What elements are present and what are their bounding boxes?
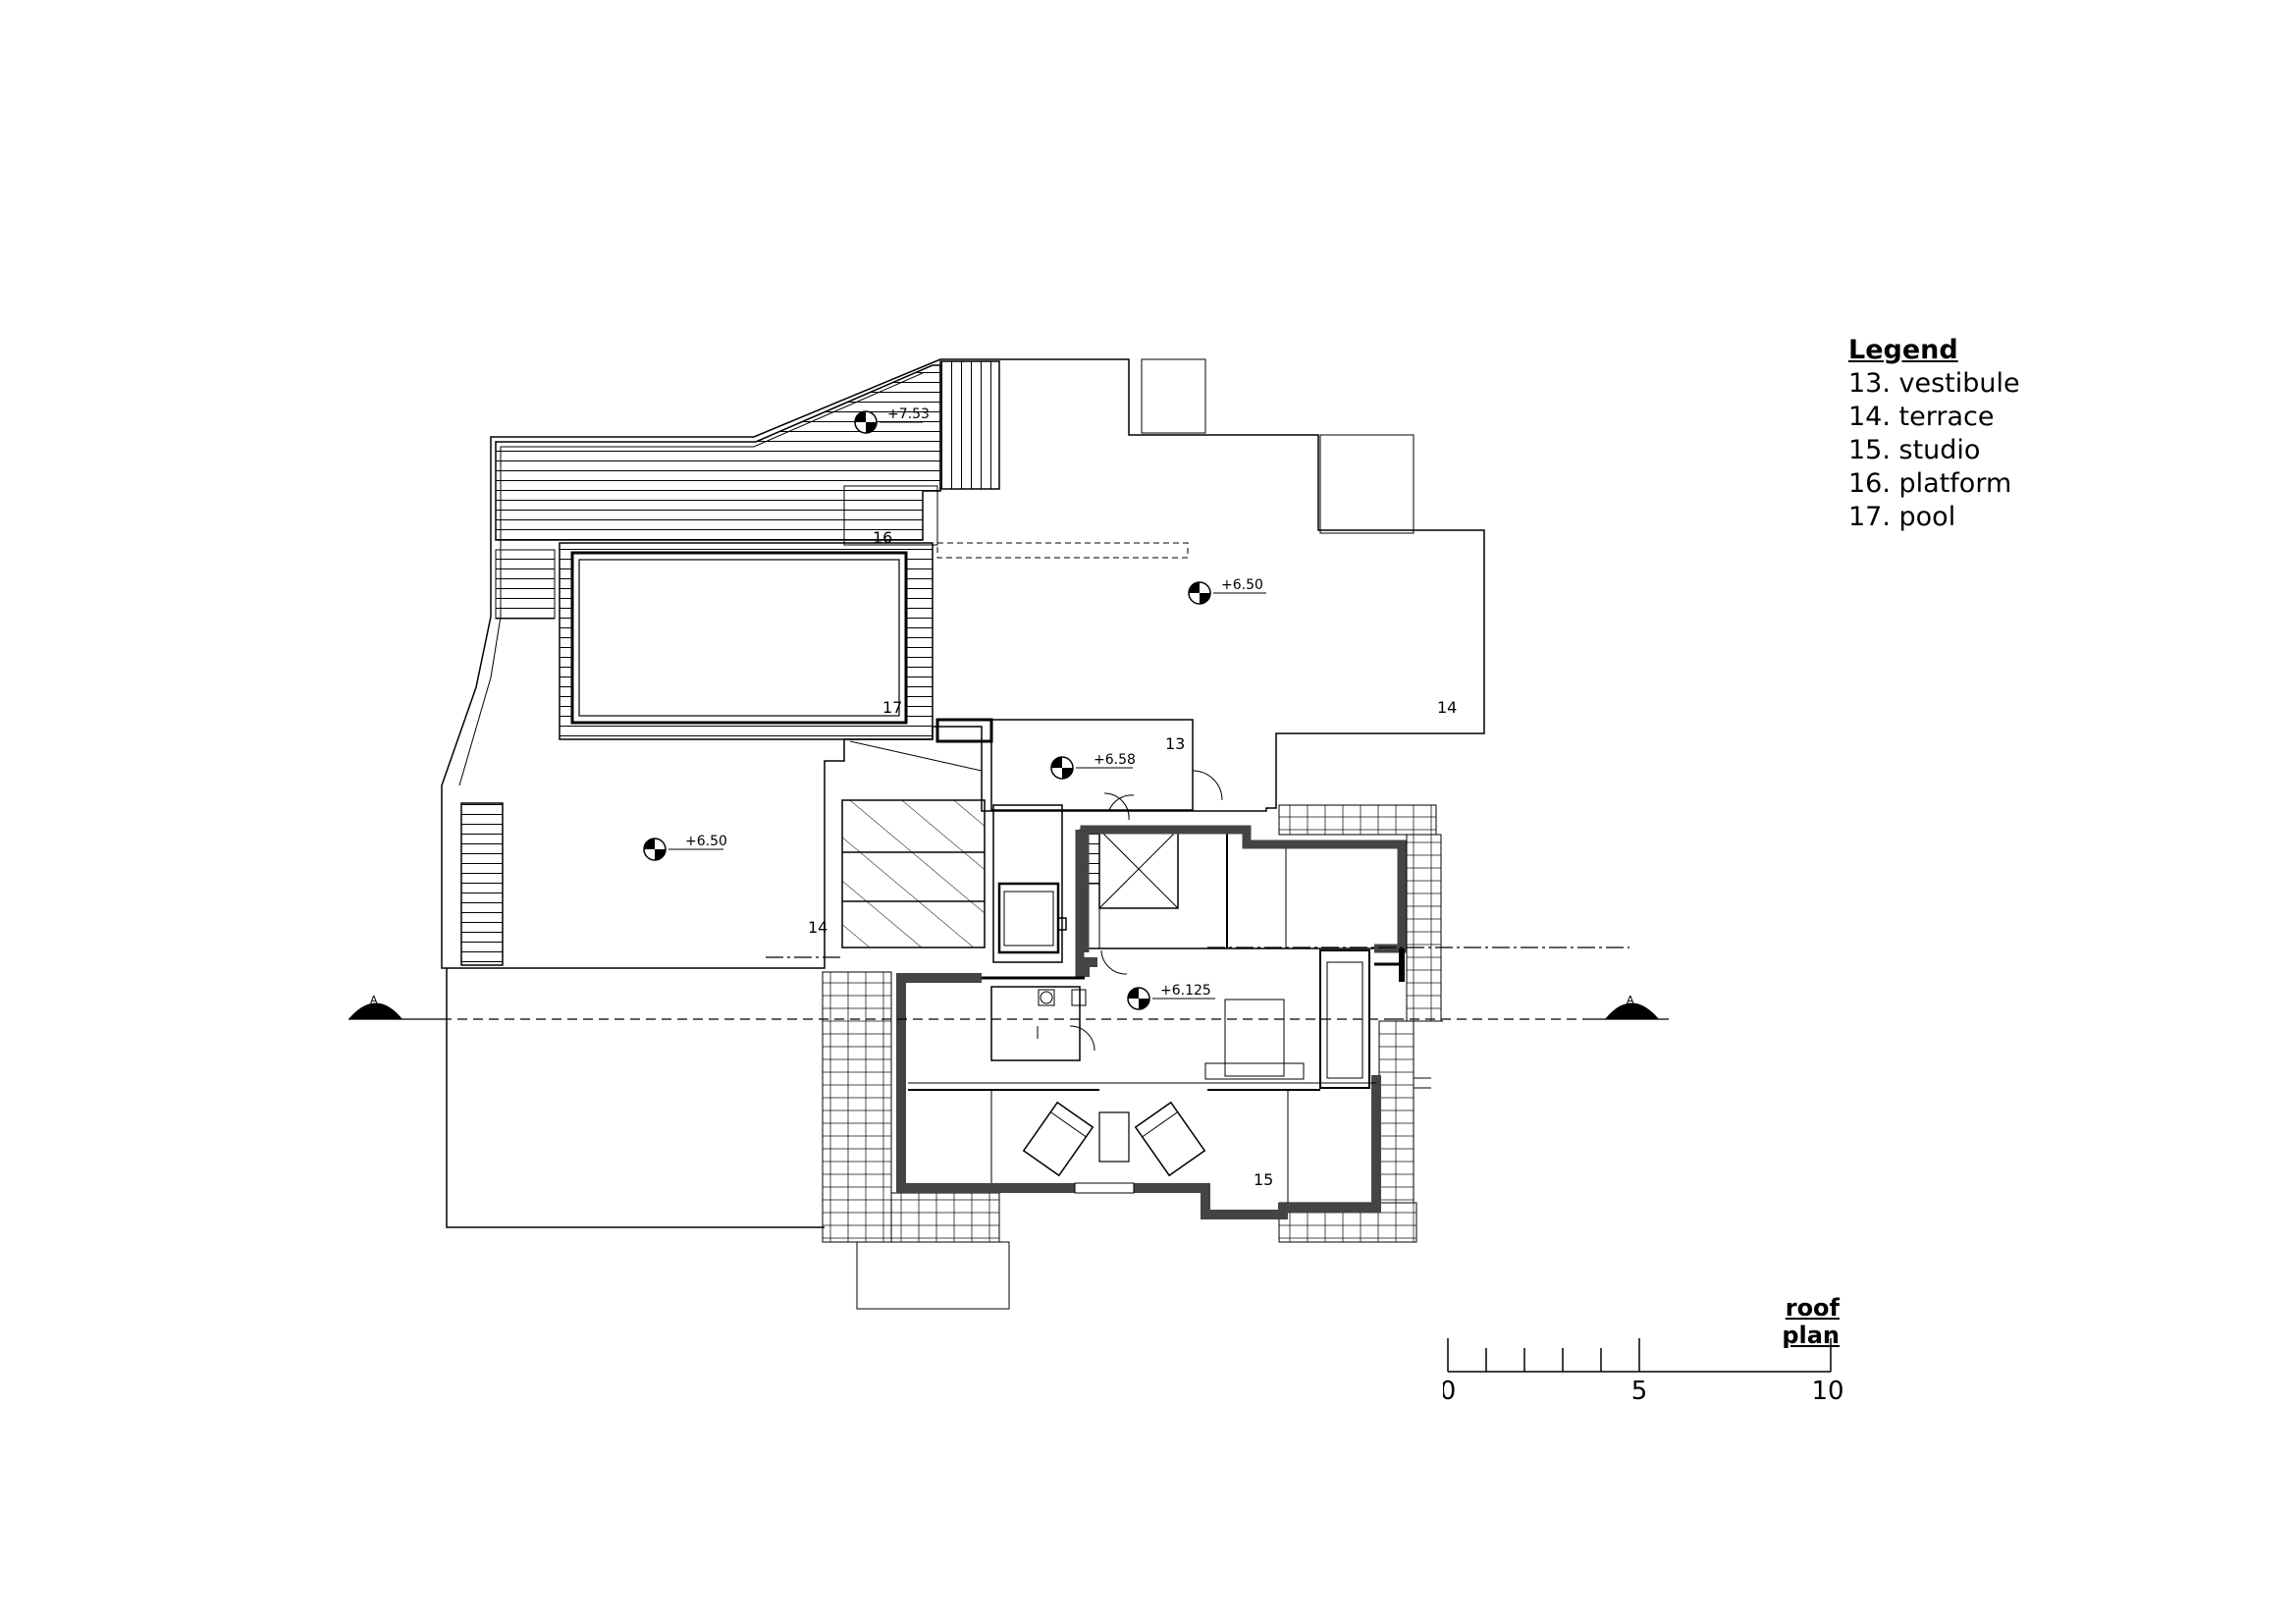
room-tag-terrace-right: 14 xyxy=(1437,698,1457,717)
room-tag-vestibule: 13 xyxy=(1165,734,1185,753)
legend-item: 13. vestibule xyxy=(1848,368,2020,399)
level-studio: +6.125 xyxy=(1160,983,1211,999)
pool xyxy=(559,542,934,740)
level-terrace-right: +6.50 xyxy=(1221,577,1263,593)
legend: Legend 13. vestibule 14. terrace 15. stu… xyxy=(1848,334,2020,534)
lower-terrace-outline xyxy=(446,1027,825,1228)
scale-tick-5: 5 xyxy=(1631,1377,1648,1404)
section-line xyxy=(348,947,1669,1020)
level-marker-deck xyxy=(854,410,923,434)
section-marker-right xyxy=(1605,1002,1659,1019)
level-terrace-left: +6.50 xyxy=(685,834,727,849)
side-stair xyxy=(460,802,504,966)
scale-bar: 0 5 10 xyxy=(1443,1338,1844,1404)
vestibule xyxy=(935,718,1223,811)
level-marker-vestibule xyxy=(1050,756,1133,780)
terrace-outline xyxy=(441,358,1485,969)
level-marker-studio xyxy=(1127,987,1215,1010)
plan-title: roof plan xyxy=(1782,1294,1840,1349)
legend-item: 16. platform xyxy=(1848,468,2012,499)
studio-interior xyxy=(908,948,1405,1203)
legend-item: 17. pool xyxy=(1848,502,1956,532)
wooden-deck xyxy=(495,360,1000,620)
scale-tick-0: 0 xyxy=(1443,1377,1456,1404)
room-tag-pool: 17 xyxy=(882,698,902,717)
studio-walls xyxy=(896,957,1381,1219)
section-label-left: A xyxy=(370,994,378,1006)
section-label-right: A xyxy=(1627,994,1634,1006)
level-marker-terrace-left xyxy=(643,838,723,861)
upper-room-walls xyxy=(1075,825,1407,977)
level-marker-terrace-right xyxy=(1188,581,1266,605)
legend-item: 14. terrace xyxy=(1848,402,1995,432)
legend-title: Legend xyxy=(1848,335,1958,365)
level-vestibule: +6.58 xyxy=(1094,752,1136,768)
room-tag-platform: 16 xyxy=(873,528,892,547)
level-deck: +7.53 xyxy=(887,406,930,422)
room-tag-terrace-left: 14 xyxy=(808,918,828,937)
glazed-skylight xyxy=(841,740,986,948)
scale-tick-10: 10 xyxy=(1811,1377,1843,1404)
section-marker-left xyxy=(348,1002,402,1019)
room-tag-studio: 15 xyxy=(1254,1170,1273,1189)
legend-item: 15. studio xyxy=(1848,435,1981,465)
